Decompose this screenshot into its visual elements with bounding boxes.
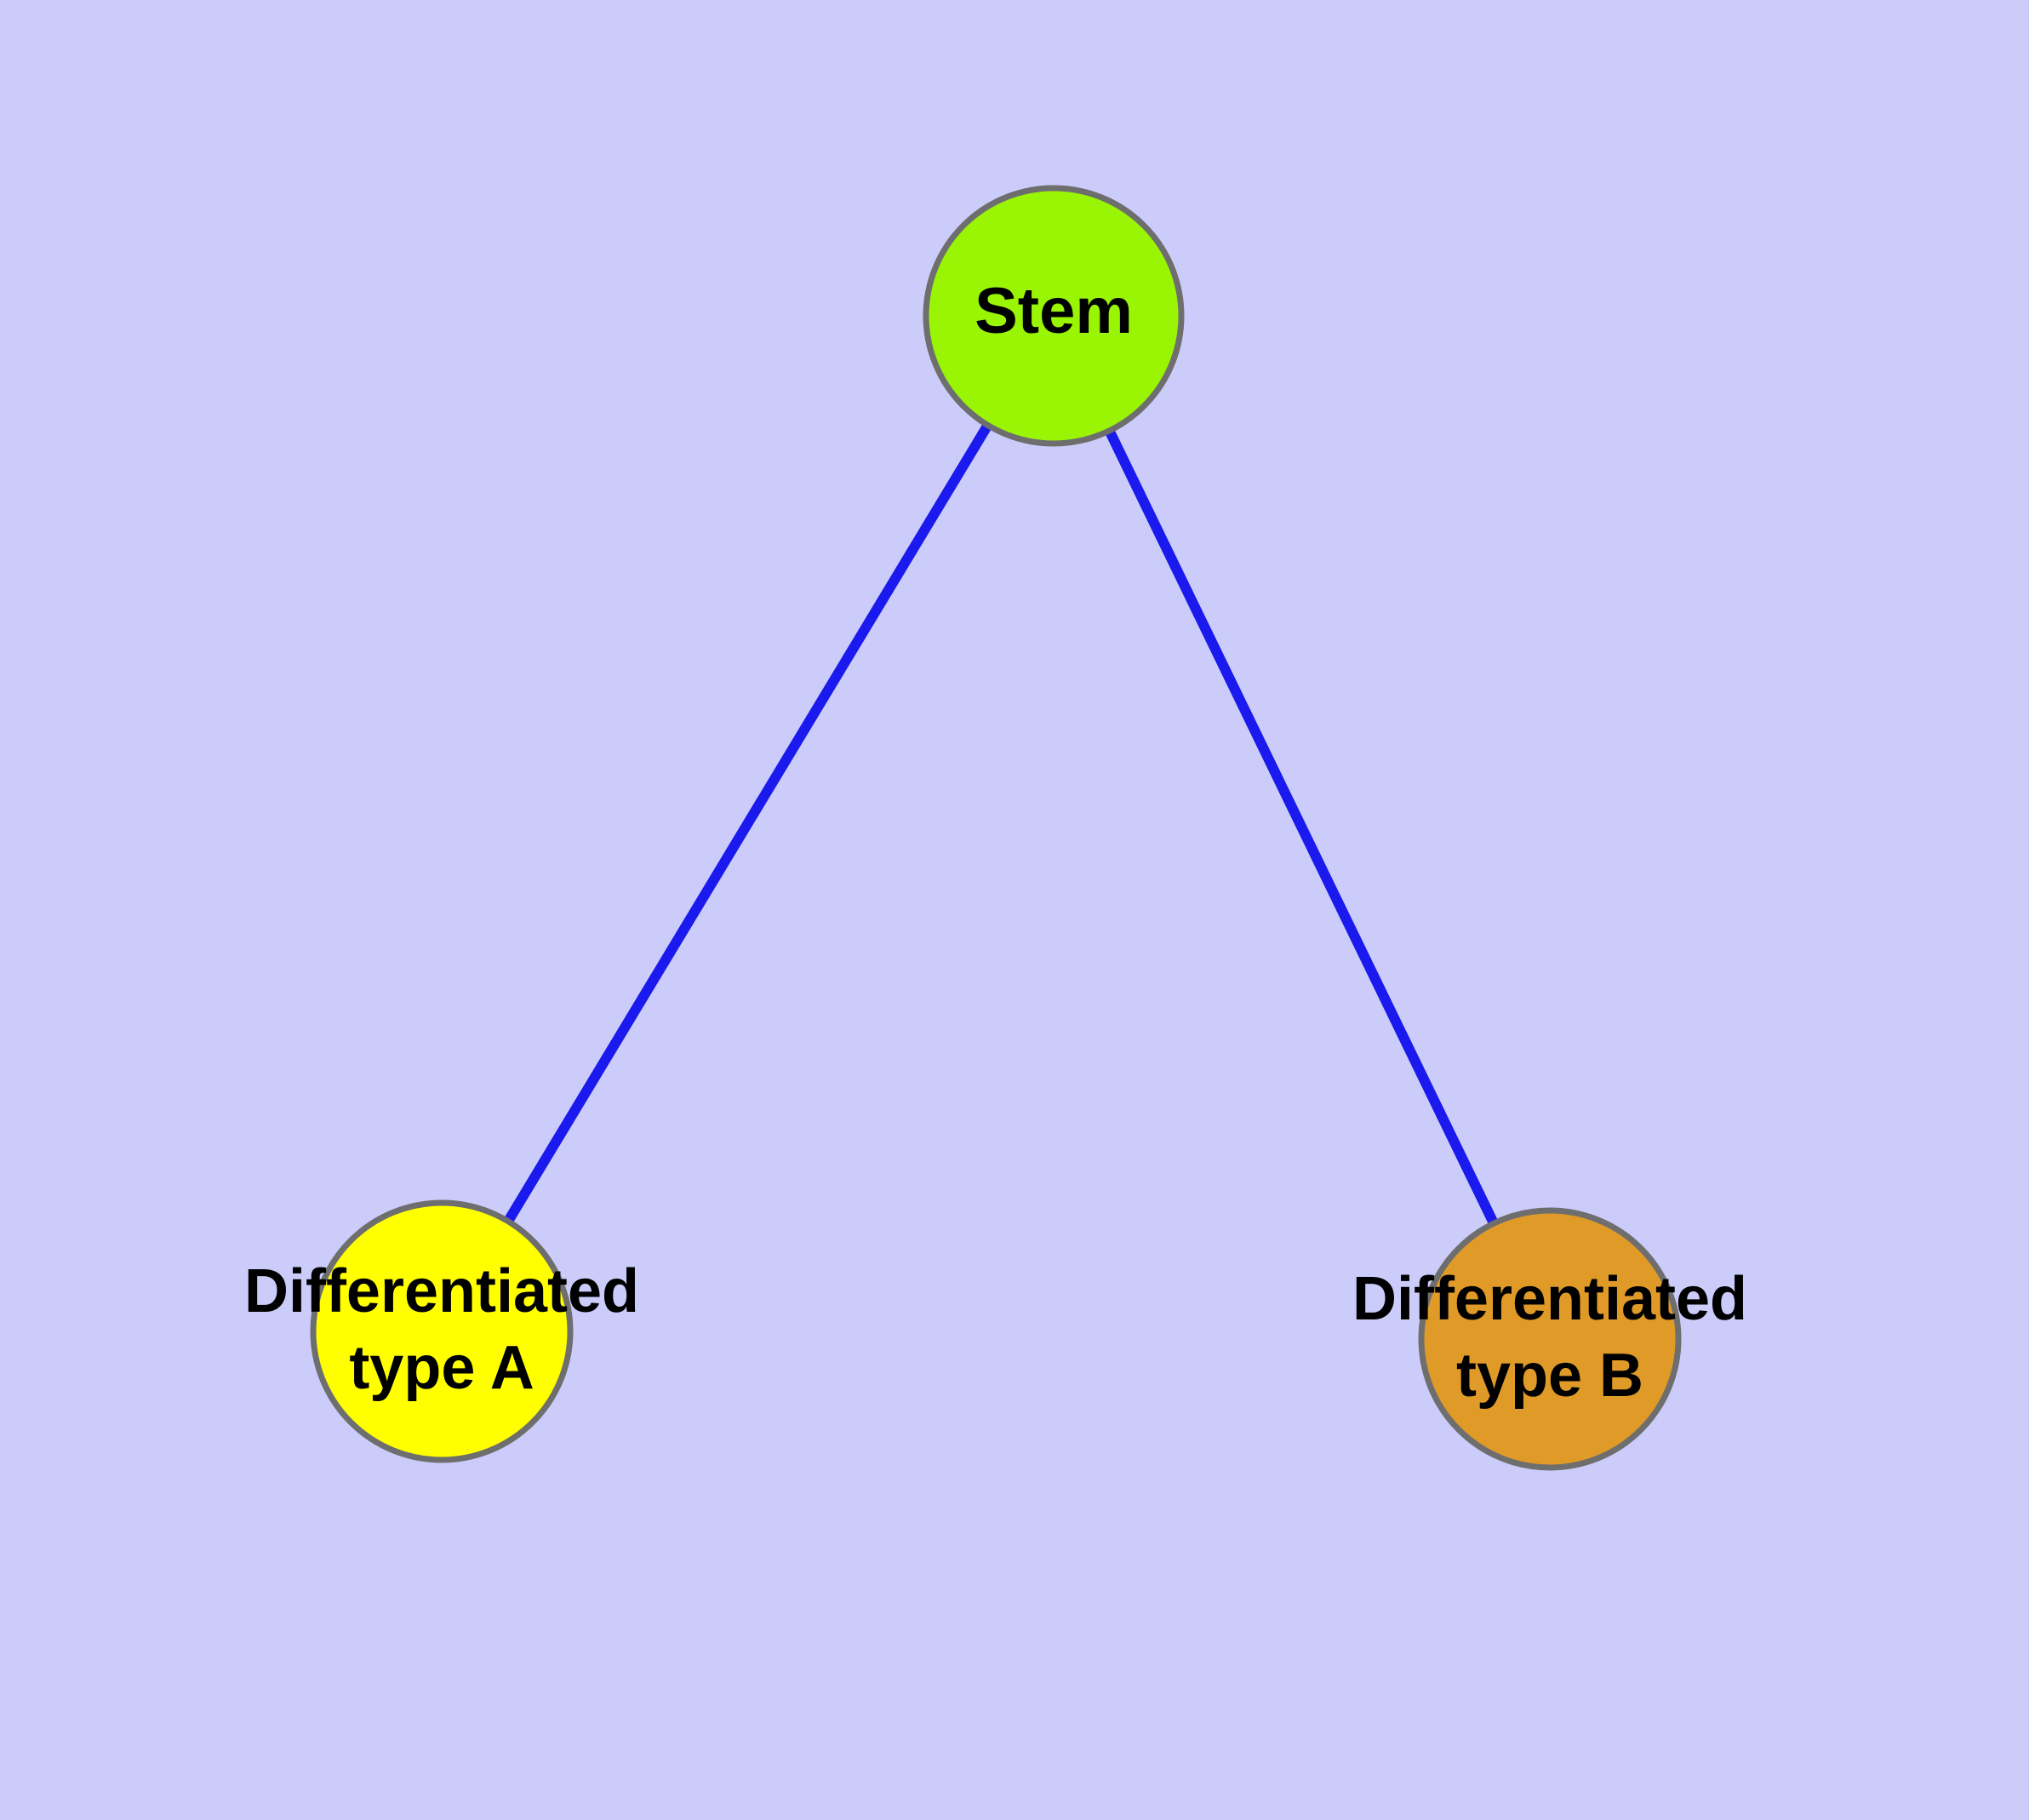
node-label-a-line1: Differentiated xyxy=(244,1257,639,1325)
node-label-differentiated-type-a: Differentiated type A xyxy=(244,1257,639,1402)
edge-stem-to-diff-b[interactable] xyxy=(1049,313,1555,1342)
label-layer: Stem Differentiated type A Differentiate… xyxy=(244,275,1747,1410)
node-circle-differentiated-type-b[interactable] xyxy=(1418,1207,1682,1471)
node-label-stem: Stem xyxy=(974,275,1133,347)
node-label-a-line2: type A xyxy=(349,1334,534,1402)
edge-stem-to-diff-a[interactable] xyxy=(437,312,1059,1335)
node-label-b-line2: type B xyxy=(1456,1342,1643,1410)
node-label-differentiated-type-b: Differentiated type B xyxy=(1352,1265,1747,1410)
node-label-b-line1: Differentiated xyxy=(1352,1265,1747,1333)
node-layer xyxy=(310,185,1682,1471)
edge-layer xyxy=(437,312,1555,1342)
node-circle-stem[interactable] xyxy=(923,185,1185,447)
node-circle-differentiated-type-a[interactable] xyxy=(310,1199,574,1463)
